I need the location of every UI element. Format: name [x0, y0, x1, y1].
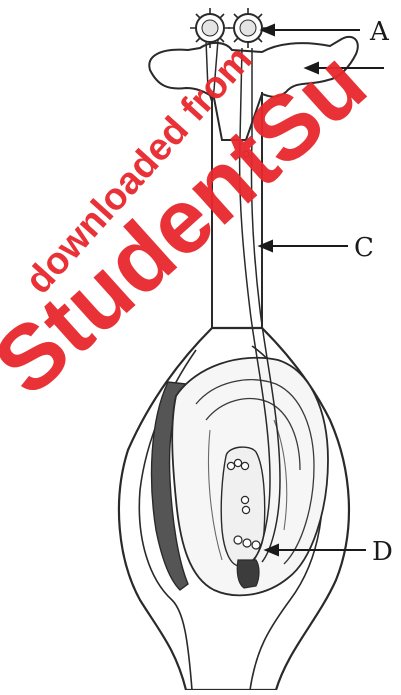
label-d: D — [372, 537, 393, 567]
pollen-grain-left — [190, 8, 230, 48]
micropyle — [237, 560, 259, 588]
pollen-grain-right — [228, 8, 268, 48]
label-a: A — [369, 17, 390, 47]
label-c: C — [354, 233, 374, 263]
